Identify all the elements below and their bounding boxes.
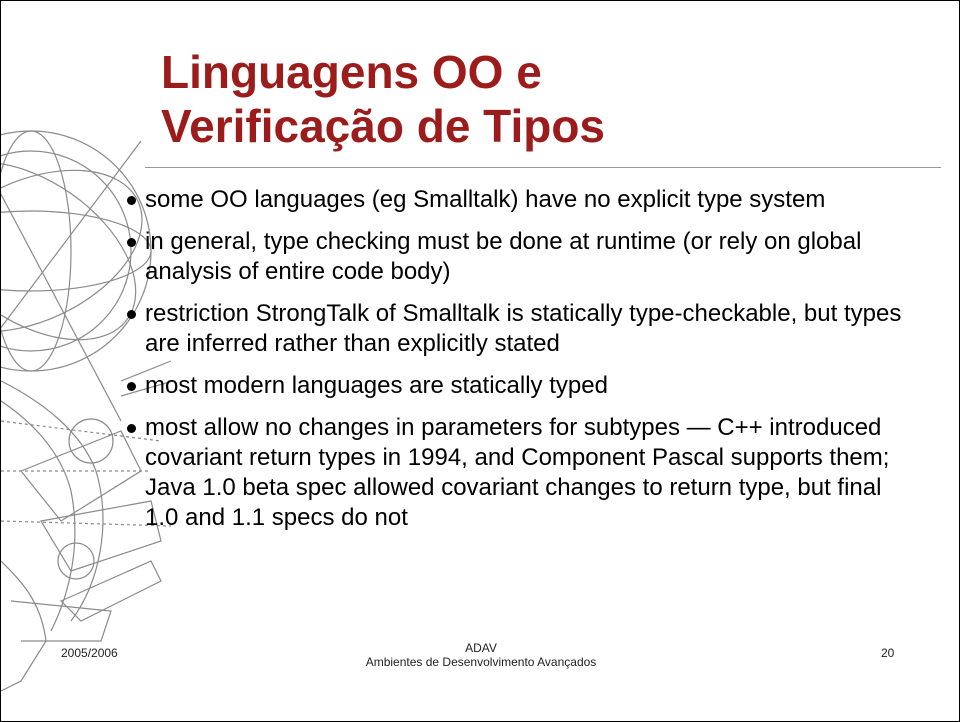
footer-course: ADAV Ambientes de Desenvolvimento Avança… (331, 641, 631, 669)
bullet-item: some OO languages (eg Smalltalk) have no… (127, 185, 917, 215)
bullet-list: some OO languages (eg Smalltalk) have no… (127, 185, 917, 545)
bullet-item: in general, type checking must be done a… (127, 227, 917, 287)
bullet-text: most modern languages are statically typ… (145, 372, 608, 399)
bullet-dot-icon (127, 238, 136, 247)
armillary-sphere-illustration (1, 130, 174, 692)
footer-course-name: Ambientes de Desenvolvimento Avançados (365, 655, 597, 669)
bullet-text: restriction StrongTalk of Smalltalk is s… (145, 300, 902, 357)
bullet-item: most modern languages are statically typ… (127, 371, 917, 401)
bullet-text: some OO languages (eg Smalltalk) have no… (145, 186, 826, 213)
title-line-1: Linguagens OO e (161, 46, 542, 98)
bullet-text: in general, type checking must be done a… (145, 228, 862, 285)
footer-course-code: ADAV (465, 641, 497, 655)
bullet-item: most allow no changes in parameters for … (127, 413, 917, 533)
page-number: 20 (881, 646, 895, 660)
title-divider (145, 167, 941, 168)
bullet-dot-icon (127, 382, 136, 391)
slide-title: Linguagens OO e Verificação de Tipos (161, 45, 921, 153)
title-line-2: Verificação de Tipos (161, 100, 606, 152)
bullet-dot-icon (127, 424, 136, 433)
bullet-item: restriction StrongTalk of Smalltalk is s… (127, 299, 917, 359)
bullet-text: most allow no changes in parameters for … (145, 414, 890, 531)
bullet-dot-icon (127, 310, 136, 319)
footer-date: 2005/2006 (61, 646, 118, 660)
bullet-dot-icon (127, 196, 136, 205)
